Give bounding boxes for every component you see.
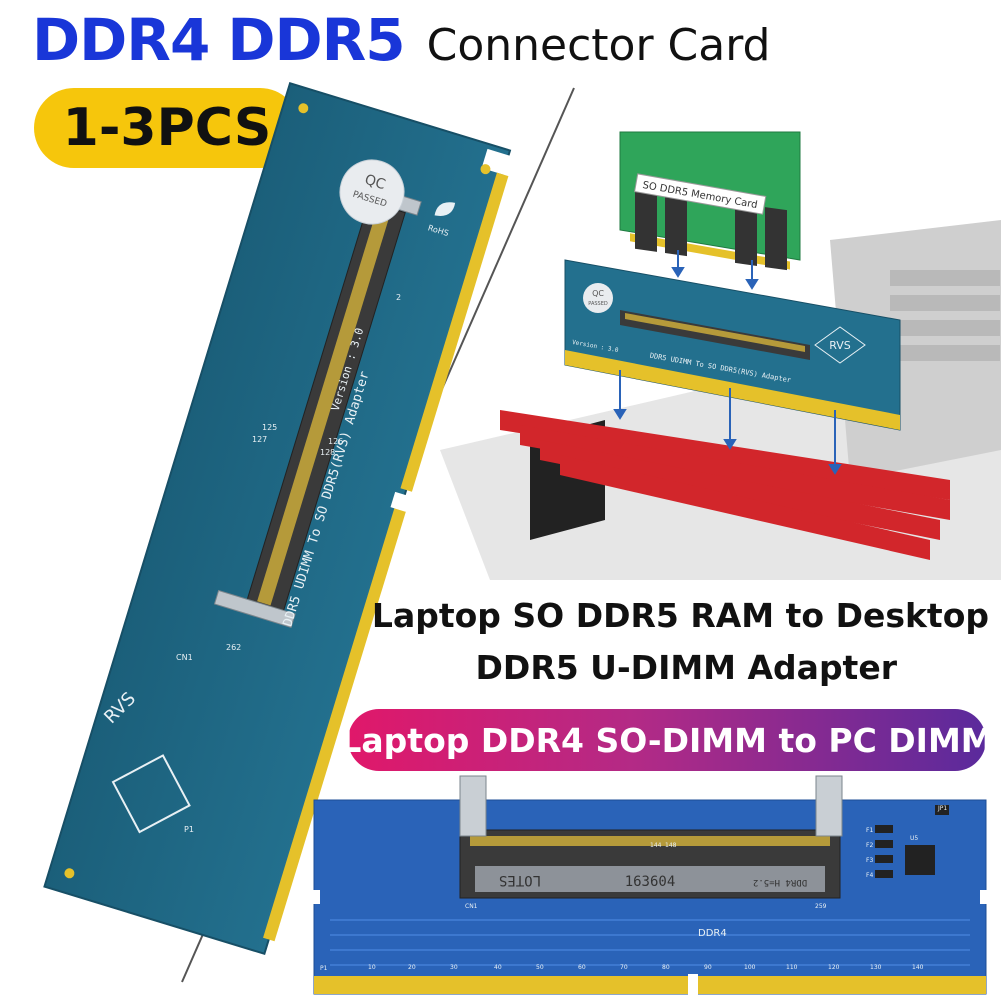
pin-126: 126 xyxy=(328,437,343,446)
ddr4-p1-label: P1 xyxy=(320,965,328,972)
scale-130: 130 xyxy=(870,964,882,971)
title-ddr4: DDR4 xyxy=(32,6,210,74)
motherboard-scene-image: SO DDR5 Memory Card QC PASSED RVS DDR5 U… xyxy=(440,131,1001,580)
u5-label: U5 xyxy=(910,835,918,842)
p1-label: P1 xyxy=(184,825,194,834)
title-row: DDR4 DDR5 Connector Card xyxy=(32,6,770,76)
pin-125: 125 xyxy=(262,423,277,432)
ddr4-pill-label: Laptop DDR4 SO-DIMM to PC DIMM xyxy=(340,720,994,760)
scale-20: 20 xyxy=(408,964,416,971)
f4-label: F4 xyxy=(866,872,873,879)
scale-80: 80 xyxy=(662,964,670,971)
scale-120: 120 xyxy=(828,964,840,971)
title-ddr5: DDR5 xyxy=(227,6,405,74)
description-line-1: Laptop SO DDR5 RAM to Desktop xyxy=(371,596,989,635)
f2-label: F2 xyxy=(866,842,873,849)
qc-text: QC xyxy=(363,172,388,193)
description-line-2: DDR5 U-DIMM Adapter xyxy=(475,648,897,687)
pin-127: 127 xyxy=(252,435,267,444)
scale-10: 10 xyxy=(368,964,376,971)
ddr4-cn1-label: CN1 xyxy=(465,903,478,910)
scale-60: 60 xyxy=(578,964,586,971)
qc-passed-sticker: QC PASSED xyxy=(339,159,405,225)
scale-30: 30 xyxy=(450,964,458,971)
scale-70: 70 xyxy=(620,964,628,971)
title-connector-card: Connector Card xyxy=(426,20,771,71)
pin-144: 144 xyxy=(650,842,662,849)
scale-40: 40 xyxy=(494,964,502,971)
ddr4-pill-banner: Laptop DDR4 SO-DIMM to PC DIMM xyxy=(340,709,994,771)
pin-2: 2 xyxy=(396,293,401,302)
cn1-label: CN1 xyxy=(176,653,193,662)
jp1-label: JP1 xyxy=(937,805,947,812)
scale-140: 140 xyxy=(912,964,924,971)
f1-label: F1 xyxy=(866,827,873,834)
pcs-badge-label: 1-3PCS xyxy=(62,98,272,158)
scene-passed-text: PASSED xyxy=(588,301,608,307)
scale-90: 90 xyxy=(704,964,712,971)
chip-label: 163604 xyxy=(625,874,676,890)
pin-262: 262 xyxy=(226,643,241,652)
scene-rvs-text: RVS xyxy=(829,339,851,352)
ddr4-adapter-card-image: 163604 LOTES DDR4 H=5.2 144 148 259 JP1 … xyxy=(310,775,990,996)
chip-left-label: LOTES xyxy=(499,872,541,888)
scale-50: 50 xyxy=(536,964,544,971)
ddr4-silk-label: DDR4 xyxy=(698,928,727,939)
f3-label: F3 xyxy=(866,857,873,864)
scene-qc-text: QC xyxy=(592,289,604,298)
ddr5-adapter-card-image: QC PASSED RoHS DDR5 UDIMM To SO DDR5(RVS… xyxy=(43,82,513,956)
chip-right-label: DDR4 H=5.2 xyxy=(753,877,807,887)
scale-110: 110 xyxy=(786,964,798,971)
pin-148: 148 xyxy=(665,842,677,849)
pin-128: 128 xyxy=(320,448,335,457)
pcs-badge: 1-3PCS xyxy=(34,88,300,168)
scale-100: 100 xyxy=(744,964,756,971)
pin-259: 259 xyxy=(815,903,827,910)
